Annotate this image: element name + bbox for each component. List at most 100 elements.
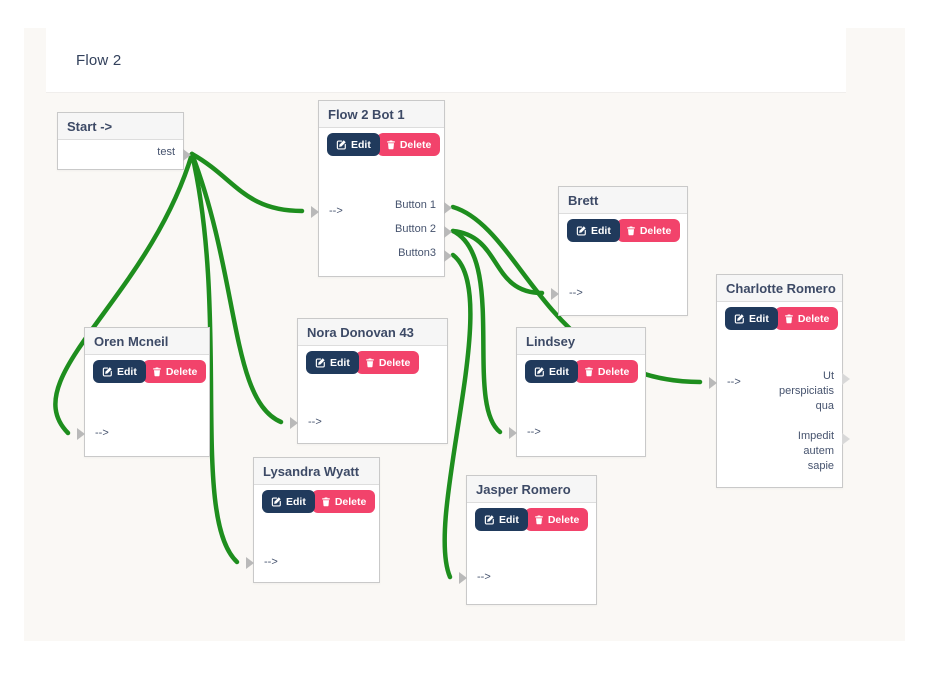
input-label: --> [264, 556, 278, 568]
edit-button[interactable]: Edit [567, 219, 620, 242]
input-port[interactable] [311, 206, 319, 218]
delete-button[interactable]: Delete [524, 508, 589, 531]
pencil-square-icon [271, 496, 282, 507]
node-actions: Edit Delete [327, 133, 441, 156]
node-actions: Edit Delete [306, 351, 439, 374]
trash-icon [784, 313, 794, 324]
edit-button-label: Edit [549, 365, 569, 378]
node-title: Brett [568, 192, 599, 208]
node-actions: Edit Delete [475, 508, 589, 531]
connection-bot1-Button-2-to-brett-input[interactable] [450, 228, 545, 296]
node-title: Jasper Romero [476, 481, 571, 497]
trash-icon [386, 139, 396, 150]
node-header[interactable]: Jasper Romero [467, 476, 596, 503]
output-label: test [157, 146, 175, 158]
output-label: Button 1 [395, 199, 436, 211]
edit-button[interactable]: Edit [306, 351, 359, 374]
delete-button[interactable]: Delete [376, 133, 441, 156]
delete-button-label: Delete [639, 224, 672, 237]
flow-title: Flow 2 [76, 51, 122, 69]
node-header[interactable]: Brett [559, 187, 687, 214]
pencil-square-icon [534, 366, 545, 377]
output-port[interactable] [444, 250, 452, 262]
node-title: Lysandra Wyatt [263, 463, 360, 479]
node-title: Charlotte Romero [726, 280, 836, 296]
edit-button[interactable]: Edit [725, 307, 778, 330]
node-header[interactable]: Start -> [58, 113, 183, 140]
connection-bot1-Button-2-to-lindsey-input[interactable] [450, 228, 503, 435]
node-header[interactable]: Nora Donovan 43 [298, 319, 447, 346]
edit-button-label: Edit [351, 138, 371, 151]
node-header[interactable]: Charlotte Romero [717, 275, 842, 302]
delete-button[interactable]: Delete [616, 219, 681, 242]
edit-button[interactable]: Edit [327, 133, 380, 156]
input-label: --> [727, 376, 741, 388]
delete-button[interactable]: Delete [355, 351, 420, 374]
edit-button[interactable]: Edit [262, 490, 315, 513]
delete-button-label: Delete [165, 365, 198, 378]
delete-button[interactable]: Delete [774, 307, 839, 330]
output-label: Impedit autem sapie [797, 430, 834, 472]
input-port[interactable] [551, 288, 559, 300]
node-actions: Edit Delete [262, 490, 376, 513]
input-label: --> [308, 416, 322, 428]
output-port[interactable] [842, 433, 850, 445]
delete-button[interactable]: Delete [311, 490, 376, 513]
output-label: Ut perspiciatis qua [778, 370, 834, 412]
node-actions: Edit Delete [525, 360, 639, 383]
delete-button[interactable]: Delete [574, 360, 639, 383]
edit-button[interactable]: Edit [475, 508, 528, 531]
node-title: Nora Donovan 43 [307, 324, 414, 340]
node-title: Oren Mcneil [94, 333, 169, 349]
node-header[interactable]: Flow 2 Bot 1 [319, 101, 444, 128]
connection-start-test-to-lysandra-input[interactable] [189, 151, 240, 565]
trash-icon [626, 225, 636, 236]
node-header[interactable]: Oren Mcneil [85, 328, 209, 355]
input-port[interactable] [509, 427, 517, 439]
node-header[interactable]: Lysandra Wyatt [254, 458, 379, 485]
edit-button[interactable]: Edit [93, 360, 146, 383]
node-actions: Edit Delete [567, 219, 681, 242]
delete-button-label: Delete [378, 356, 411, 369]
connection-bot1-Button3-to-jasper-input[interactable] [442, 252, 473, 580]
node-header[interactable]: Lindsey [517, 328, 645, 355]
output-port[interactable] [183, 149, 191, 161]
input-label: --> [329, 205, 343, 217]
flow-title-bar: Flow 2 [46, 28, 846, 93]
output-label: Button3 [398, 247, 436, 259]
pencil-square-icon [336, 139, 347, 150]
trash-icon [584, 366, 594, 377]
input-port[interactable] [709, 377, 717, 389]
input-port[interactable] [77, 428, 85, 440]
output-port[interactable] [444, 202, 452, 214]
input-port[interactable] [246, 557, 254, 569]
pencil-square-icon [315, 357, 326, 368]
trash-icon [365, 357, 375, 368]
pencil-square-icon [484, 514, 495, 525]
input-port[interactable] [459, 572, 467, 584]
edit-button-label: Edit [499, 513, 519, 526]
input-port[interactable] [290, 417, 298, 429]
connection-start-test-to-nora-input[interactable] [189, 151, 284, 425]
edit-button[interactable]: Edit [525, 360, 578, 383]
delete-button[interactable]: Delete [142, 360, 207, 383]
connection-start-test-to-bot1-input[interactable] [189, 151, 305, 214]
node-title: Lindsey [526, 333, 576, 349]
edit-button-label: Edit [286, 495, 306, 508]
pencil-square-icon [576, 225, 587, 236]
flow-node-start[interactable]: Start -> test [57, 112, 191, 170]
output-port[interactable] [842, 373, 850, 385]
trash-icon [534, 514, 544, 525]
node-title: Start -> [67, 118, 113, 134]
flow-node-nora[interactable]: Nora Donovan 43 Edit Delete --> [290, 318, 448, 444]
output-port[interactable] [444, 226, 452, 238]
